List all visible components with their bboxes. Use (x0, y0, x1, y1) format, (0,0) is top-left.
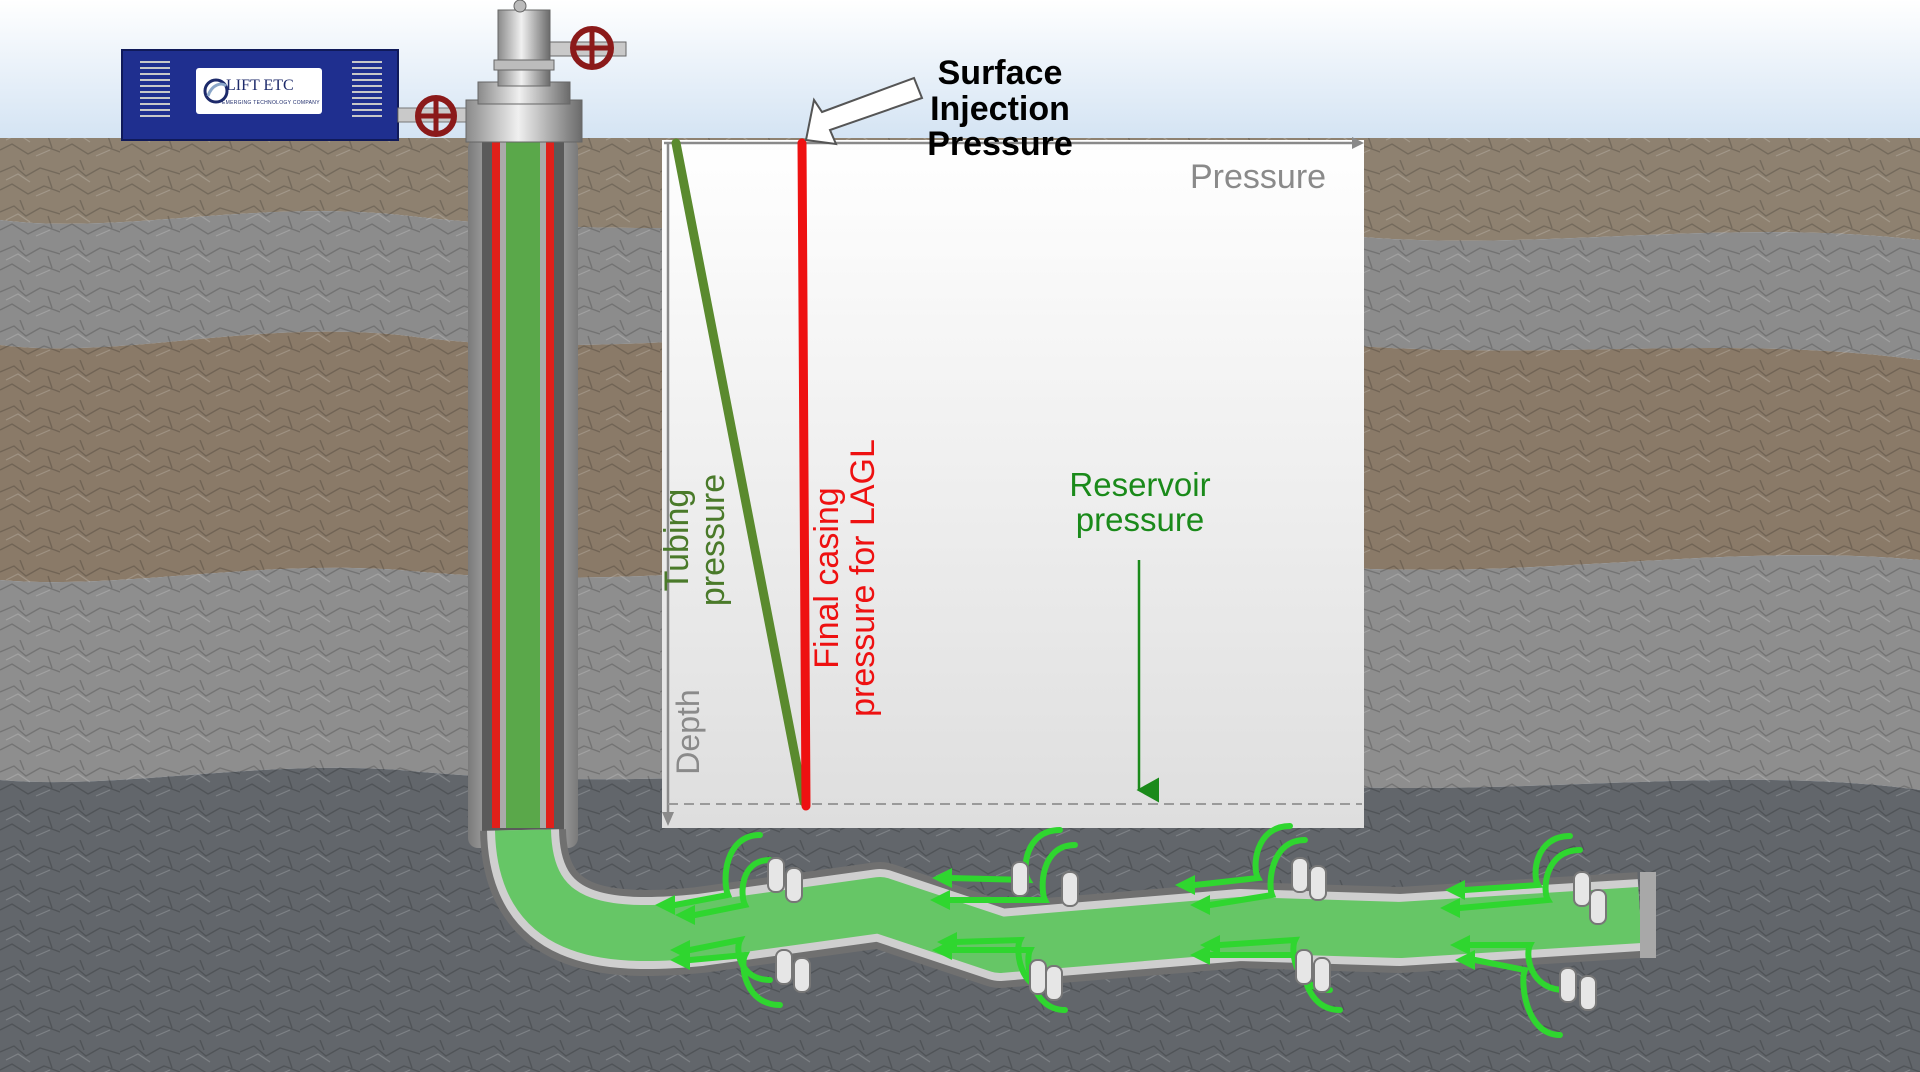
logo-brand: LIFT ETC (226, 77, 294, 94)
pressure-axis-label: Pressure (1190, 158, 1327, 196)
pressure-axis-arrowhead (1352, 137, 1364, 149)
surface-label-line2: Injection (930, 89, 1070, 128)
injection-valve-icon (415, 95, 457, 137)
casing-label-line1: Final casing (808, 487, 846, 669)
surface-label-line1: Surface (937, 54, 1063, 92)
callout-arrow (804, 76, 924, 146)
reservoir-pressure-label: Reservoir pressure (1040, 466, 1240, 538)
reservoir-label-line2: pressure (1075, 500, 1205, 538)
depth-axis-arrowhead (662, 812, 674, 826)
inflow-arrowheads (655, 868, 1475, 970)
tubing-pressure-label: Tubing pressure (658, 420, 732, 660)
casing-pressure-label: Final casing pressure for LAGL (808, 428, 882, 728)
tubing-label-line1: Tubing (658, 488, 696, 592)
lift-etc-logo (196, 68, 322, 114)
surface-injection-pressure-label: Surface Injection Pressure (920, 54, 1080, 164)
tubing-pressure-line (671, 138, 809, 807)
vertical-well (468, 138, 578, 848)
reservoir-label-line1: Reservoir (1069, 466, 1211, 503)
pressure-depth-panel (662, 140, 1364, 828)
logo-tagline: EMERGING TECHNOLOGY COMPANY (222, 100, 320, 106)
tubing-label-line2: pressure (693, 473, 732, 607)
surface-label-line3: Pressure (927, 125, 1073, 164)
horizontal-lateral (480, 827, 1656, 988)
packers (767, 857, 1607, 1011)
casing-pressure-line (797, 138, 811, 811)
depth-axis-label: Depth (670, 689, 706, 775)
wing-valve-icon (570, 26, 614, 70)
logo-swoosh-icon (203, 78, 229, 104)
casing-label-line2: pressure for LAGL (843, 439, 882, 717)
